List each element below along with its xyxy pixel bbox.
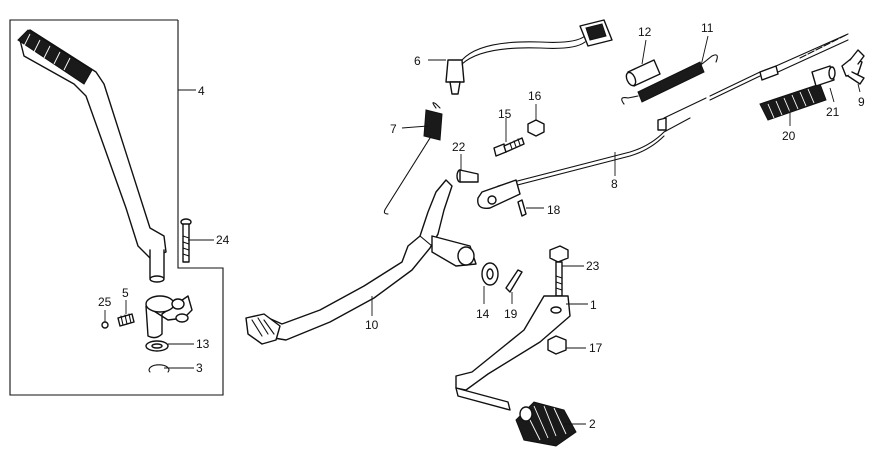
callout-6: 6 [414, 54, 421, 68]
pipe-12 [625, 59, 661, 87]
callout-13: 13 [196, 337, 210, 351]
callout-2: 2 [589, 417, 596, 431]
kick-group-bracket [9, 19, 224, 396]
callout-21: 21 [826, 105, 840, 119]
callout-11: 11 [701, 21, 714, 35]
kick-spring-5 [117, 313, 135, 327]
joint-21 [811, 65, 836, 87]
spring-20 [759, 83, 827, 121]
pin-22 [456, 169, 479, 183]
nut-17 [547, 335, 567, 355]
callout-15: 15 [498, 107, 512, 121]
nut-16 [527, 119, 545, 137]
brake-spring-11 [621, 54, 718, 105]
leader-lines [104, 35, 861, 425]
callout-17: 17 [589, 341, 603, 355]
brake-rod [477, 33, 849, 209]
kick-arm-bolt [180, 218, 192, 263]
clip-3 [148, 364, 170, 373]
callout-7: 7 [390, 122, 397, 136]
bolt-23 [549, 245, 569, 297]
kick-starter-arm [17, 29, 167, 283]
callout-14: 14 [476, 307, 490, 321]
callout-19: 19 [504, 307, 518, 321]
callouts: 1 2 3 4 5 6 7 8 9 10 11 12 13 14 15 16 1… [98, 21, 865, 431]
brake-switch [445, 19, 613, 95]
rear-brake-arm [455, 295, 571, 411]
callout-23: 23 [586, 259, 600, 273]
kick-grip-rubber [17, 29, 93, 85]
brake-switch-spring [383, 102, 443, 215]
callout-9: 9 [858, 95, 865, 109]
callout-10: 10 [365, 318, 379, 332]
callout-22: 22 [452, 140, 466, 154]
callout-24: 24 [216, 233, 230, 247]
callout-25: 25 [98, 295, 112, 309]
bolt-15 [493, 137, 525, 157]
footrest-rubber [515, 401, 577, 447]
callout-16: 16 [528, 89, 542, 103]
callout-4: 4 [198, 84, 205, 98]
kick-boss [145, 295, 193, 339]
callout-8: 8 [611, 177, 618, 191]
ball-25 [101, 321, 109, 329]
callout-5: 5 [122, 286, 129, 300]
callout-1: 1 [590, 298, 597, 312]
adjusting-nut-9 [841, 49, 865, 85]
brake-pedal [245, 179, 477, 345]
washer-14 [481, 262, 499, 286]
callout-12: 12 [638, 25, 652, 39]
callout-3: 3 [196, 361, 203, 375]
washer-13 [145, 340, 169, 352]
callout-20: 20 [782, 129, 796, 143]
cotter-19 [505, 269, 523, 293]
cotter-18 [517, 199, 527, 217]
callout-18: 18 [547, 203, 561, 217]
